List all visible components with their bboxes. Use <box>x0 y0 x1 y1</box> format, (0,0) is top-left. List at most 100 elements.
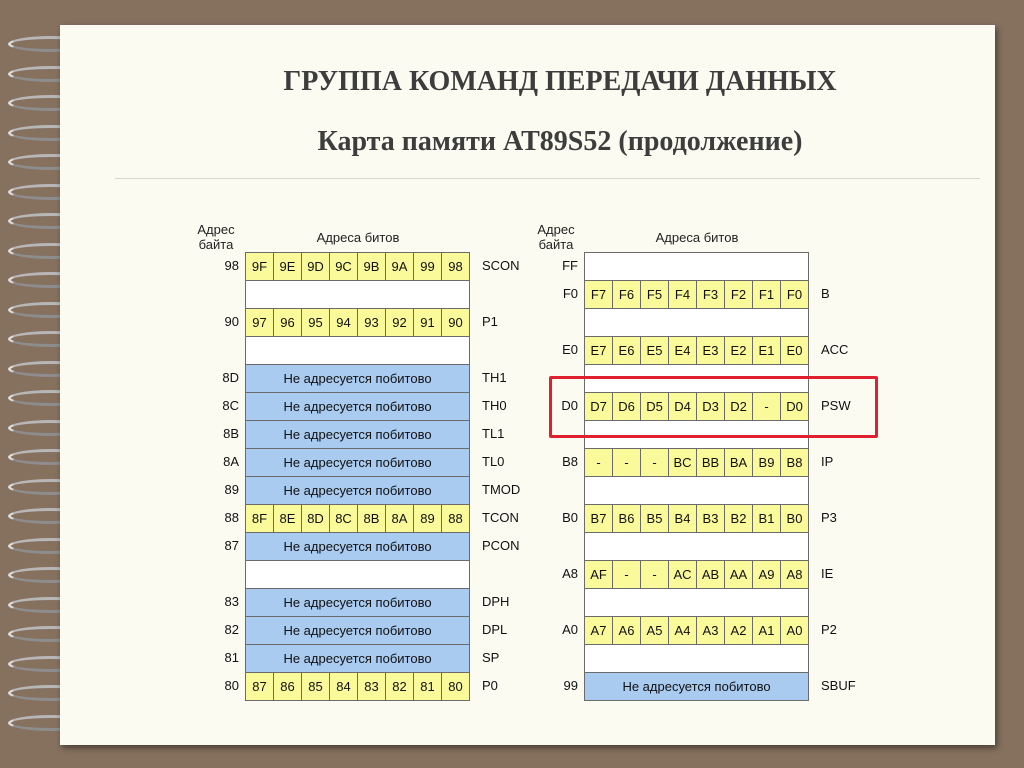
slide-paper <box>60 25 995 745</box>
bit-address-cell: A6 <box>613 617 641 645</box>
left-table-row: Не адресуется побитово <box>246 589 470 617</box>
left-register-name: TL0 <box>482 454 505 469</box>
bit-address-cell: E1 <box>753 337 781 365</box>
bit-address-cell: 93 <box>358 309 386 337</box>
right-table-row <box>585 645 809 673</box>
bit-address-cell: BA <box>725 449 753 477</box>
bit-address-cell: B8 <box>781 449 809 477</box>
not-bit-addressable-cell: Не адресуется побитово <box>246 617 470 645</box>
right-table-row <box>585 477 809 505</box>
right-table-row <box>585 533 809 561</box>
bit-address-cell: A2 <box>725 617 753 645</box>
bit-address-cell: 9C <box>330 253 358 281</box>
left-table-row: Не адресуется побитово <box>246 617 470 645</box>
bit-address-cell: 99 <box>414 253 442 281</box>
right-table-row <box>585 589 809 617</box>
right-table-row <box>585 253 809 281</box>
bit-address-cell: AB <box>697 561 725 589</box>
bit-address-cell: - <box>641 561 669 589</box>
bit-address-cell: F7 <box>585 281 613 309</box>
right-byte-address: 99 <box>563 678 578 693</box>
right-byte-address: B8 <box>562 454 578 469</box>
bit-address-cell: E3 <box>697 337 725 365</box>
bit-address-cell: 8A <box>386 505 414 533</box>
right-byte-address: A0 <box>562 622 578 637</box>
empty-row-cell <box>585 365 809 393</box>
left-table-row <box>246 337 470 365</box>
bit-address-cell: A0 <box>781 617 809 645</box>
right-register-name: P3 <box>821 510 837 525</box>
right-byte-address: E0 <box>562 342 578 357</box>
bit-address-cell: F1 <box>753 281 781 309</box>
bit-address-cell: 8B <box>358 505 386 533</box>
bit-address-cell: A3 <box>697 617 725 645</box>
left-table-row: Не адресуется побитово <box>246 477 470 505</box>
not-bit-addressable-cell: Не адресуется побитово <box>246 393 470 421</box>
not-bit-addressable-cell: Не адресуется побитово <box>246 365 470 393</box>
left-byte-address: 89 <box>224 482 239 497</box>
bit-address-cell: A4 <box>669 617 697 645</box>
right-header-byte-address: Адрес байта <box>537 222 575 252</box>
left-byte-address: 8A <box>223 454 239 469</box>
bit-address-cell: D5 <box>641 393 669 421</box>
left-byte-address: 87 <box>224 538 239 553</box>
left-table-row <box>246 561 470 589</box>
not-bit-addressable-cell: Не адресуется побитово <box>246 533 470 561</box>
bit-address-cell: 83 <box>358 673 386 701</box>
not-bit-addressable-cell: Не адресуется побитово <box>246 421 470 449</box>
left-byte-address: 88 <box>224 510 239 525</box>
left-byte-address: 90 <box>224 314 239 329</box>
bit-address-cell: B6 <box>613 505 641 533</box>
bit-address-cell: F6 <box>613 281 641 309</box>
left-byte-address: 8C <box>222 398 239 413</box>
right-register-name: IP <box>821 454 834 469</box>
psw-highlight-box <box>549 376 878 438</box>
bit-address-cell: BC <box>669 449 697 477</box>
bit-address-cell: 8F <box>246 505 274 533</box>
left-table-row <box>246 281 470 309</box>
bit-address-cell: A1 <box>753 617 781 645</box>
empty-row-cell <box>585 645 809 673</box>
left-byte-address: 80 <box>224 678 239 693</box>
bit-address-cell: 9A <box>386 253 414 281</box>
bit-address-cell: 84 <box>330 673 358 701</box>
left-table-row: Не адресуется побитово <box>246 421 470 449</box>
bit-address-cell: D7 <box>585 393 613 421</box>
bit-address-cell: B1 <box>753 505 781 533</box>
left-header-bit-addresses: Адреса битов <box>316 230 400 245</box>
bit-address-cell: 8D <box>302 505 330 533</box>
bit-address-cell: - <box>753 393 781 421</box>
bit-address-cell: F3 <box>697 281 725 309</box>
empty-row-cell <box>246 281 470 309</box>
left-register-name: TH1 <box>482 370 507 385</box>
bit-address-cell: 86 <box>274 673 302 701</box>
bit-address-cell: 9B <box>358 253 386 281</box>
bit-address-cell: 89 <box>414 505 442 533</box>
right-byte-address: D0 <box>561 398 578 413</box>
right-byte-address: A8 <box>562 566 578 581</box>
right-byte-address: B0 <box>562 510 578 525</box>
right-byte-address: FF <box>562 258 578 273</box>
right-register-name: B <box>821 286 830 301</box>
empty-row-cell <box>585 477 809 505</box>
bit-address-cell: A9 <box>753 561 781 589</box>
bit-address-cell: - <box>641 449 669 477</box>
left-byte-address: 81 <box>224 650 239 665</box>
bit-address-cell: 91 <box>414 309 442 337</box>
left-register-name: TL1 <box>482 426 505 441</box>
left-register-name: TCON <box>482 510 519 525</box>
not-bit-addressable-cell: Не адресуется побитово <box>585 673 809 701</box>
right-register-name: IE <box>821 566 834 581</box>
left-table-row: Не адресуется побитово <box>246 393 470 421</box>
empty-row-cell <box>246 337 470 365</box>
bit-address-cell: E0 <box>781 337 809 365</box>
